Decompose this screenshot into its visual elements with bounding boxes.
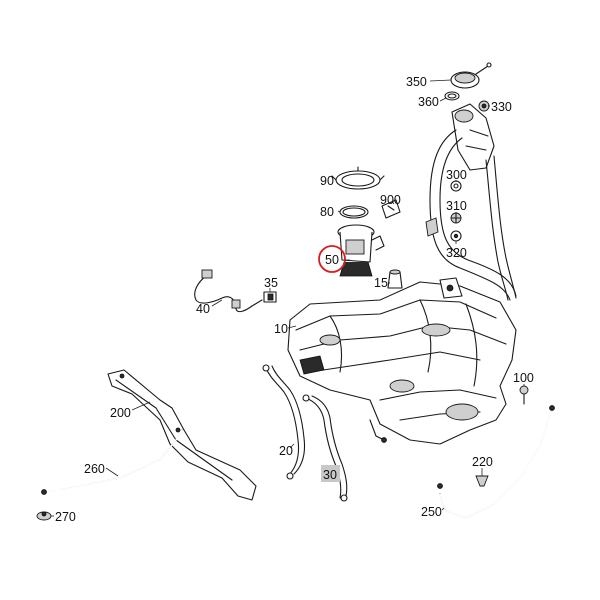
callout-360[interactable]: 360 [418, 95, 439, 109]
grommet-15[interactable] [387, 269, 403, 289]
fuel-pump-module[interactable] [337, 224, 385, 277]
heat-shield-200[interactable] [107, 369, 257, 501]
callout-320[interactable]: 320 [446, 246, 467, 260]
callout-50[interactable]: 50 [325, 253, 339, 267]
fuel-filler-cap[interactable] [450, 62, 492, 89]
callout-200[interactable]: 200 [110, 406, 131, 420]
callout-220[interactable]: 220 [472, 455, 493, 469]
callout-20[interactable]: 20 [279, 444, 293, 458]
filler-neck-head[interactable] [451, 103, 495, 171]
strap-nut-270[interactable] [36, 511, 52, 521]
callout-10[interactable]: 10 [274, 322, 288, 336]
callout-90[interactable]: 90 [320, 174, 334, 188]
module-seal[interactable] [339, 205, 369, 219]
callout-260[interactable]: 260 [84, 462, 105, 476]
wiring-harness[interactable] [194, 269, 263, 313]
mount-bolt-100[interactable] [519, 385, 529, 405]
pipe-clamp-320[interactable] [450, 230, 462, 242]
highlight-circle-50 [318, 245, 346, 273]
callout-250[interactable]: 250 [421, 505, 442, 519]
strap-bolt-220[interactable] [475, 475, 489, 487]
lock-ring[interactable] [331, 166, 385, 190]
tank-strap-260[interactable] [41, 429, 183, 495]
tank-strap-250[interactable] [437, 405, 555, 519]
callout-35[interactable]: 35 [264, 276, 278, 290]
callout-15[interactable]: 15 [374, 276, 388, 290]
pump-connector-900[interactable] [381, 199, 401, 219]
cap-seal-ring[interactable] [444, 91, 460, 101]
connector-35[interactable] [263, 291, 277, 303]
callout-310[interactable]: 310 [446, 199, 467, 213]
callout-350[interactable]: 350 [406, 75, 427, 89]
pipe-clamp-300[interactable] [450, 180, 462, 192]
callout-330[interactable]: 330 [491, 100, 512, 114]
fuel-line-30[interactable] [302, 394, 348, 502]
fuel-tank[interactable] [287, 277, 517, 445]
callout-80[interactable]: 80 [320, 205, 334, 219]
filler-pipe[interactable] [425, 129, 517, 301]
filler-vent-valve[interactable] [478, 100, 490, 112]
leader-lines [51, 79, 525, 517]
fuel-line-20[interactable] [262, 364, 306, 480]
callout-900[interactable]: 900 [380, 193, 401, 207]
highlight-box-30 [321, 465, 340, 482]
callout-300[interactable]: 300 [446, 168, 467, 182]
callout-100[interactable]: 100 [513, 371, 534, 385]
callout-labels: 350 360 330 90 300 900 310 80 320 50 35 … [55, 75, 534, 524]
callout-270[interactable]: 270 [55, 510, 76, 524]
callout-30[interactable]: 30 [323, 468, 337, 482]
pipe-clamp-310[interactable] [450, 212, 462, 224]
callout-40[interactable]: 40 [196, 302, 210, 316]
